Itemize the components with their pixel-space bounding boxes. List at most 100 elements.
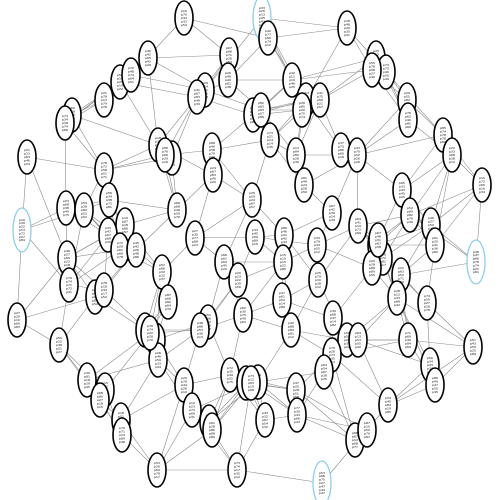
graph-edge (236, 469, 323, 484)
node-label-line: p74 (265, 39, 271, 43)
node-label-line: p62 (225, 81, 231, 85)
node-label-line: p88 (209, 431, 215, 435)
node-label-line: p43 (262, 411, 268, 415)
node-label-line: p15 (56, 340, 62, 344)
node-label-line: p64 (355, 331, 361, 335)
node-label-line: p23 (63, 199, 69, 203)
node-label-line: p50 (301, 190, 307, 194)
node-label-line: p26 (329, 350, 335, 354)
node-ellipse (74, 192, 94, 228)
node-label-line: p27 (424, 301, 430, 305)
node-ellipse (307, 227, 327, 263)
node-label-line: p62 (240, 306, 246, 310)
node-label-line: p58 (344, 331, 350, 335)
node-ellipse (463, 329, 483, 365)
node-label-line: p45 (84, 385, 90, 389)
node-label-line: p89 (470, 352, 476, 356)
